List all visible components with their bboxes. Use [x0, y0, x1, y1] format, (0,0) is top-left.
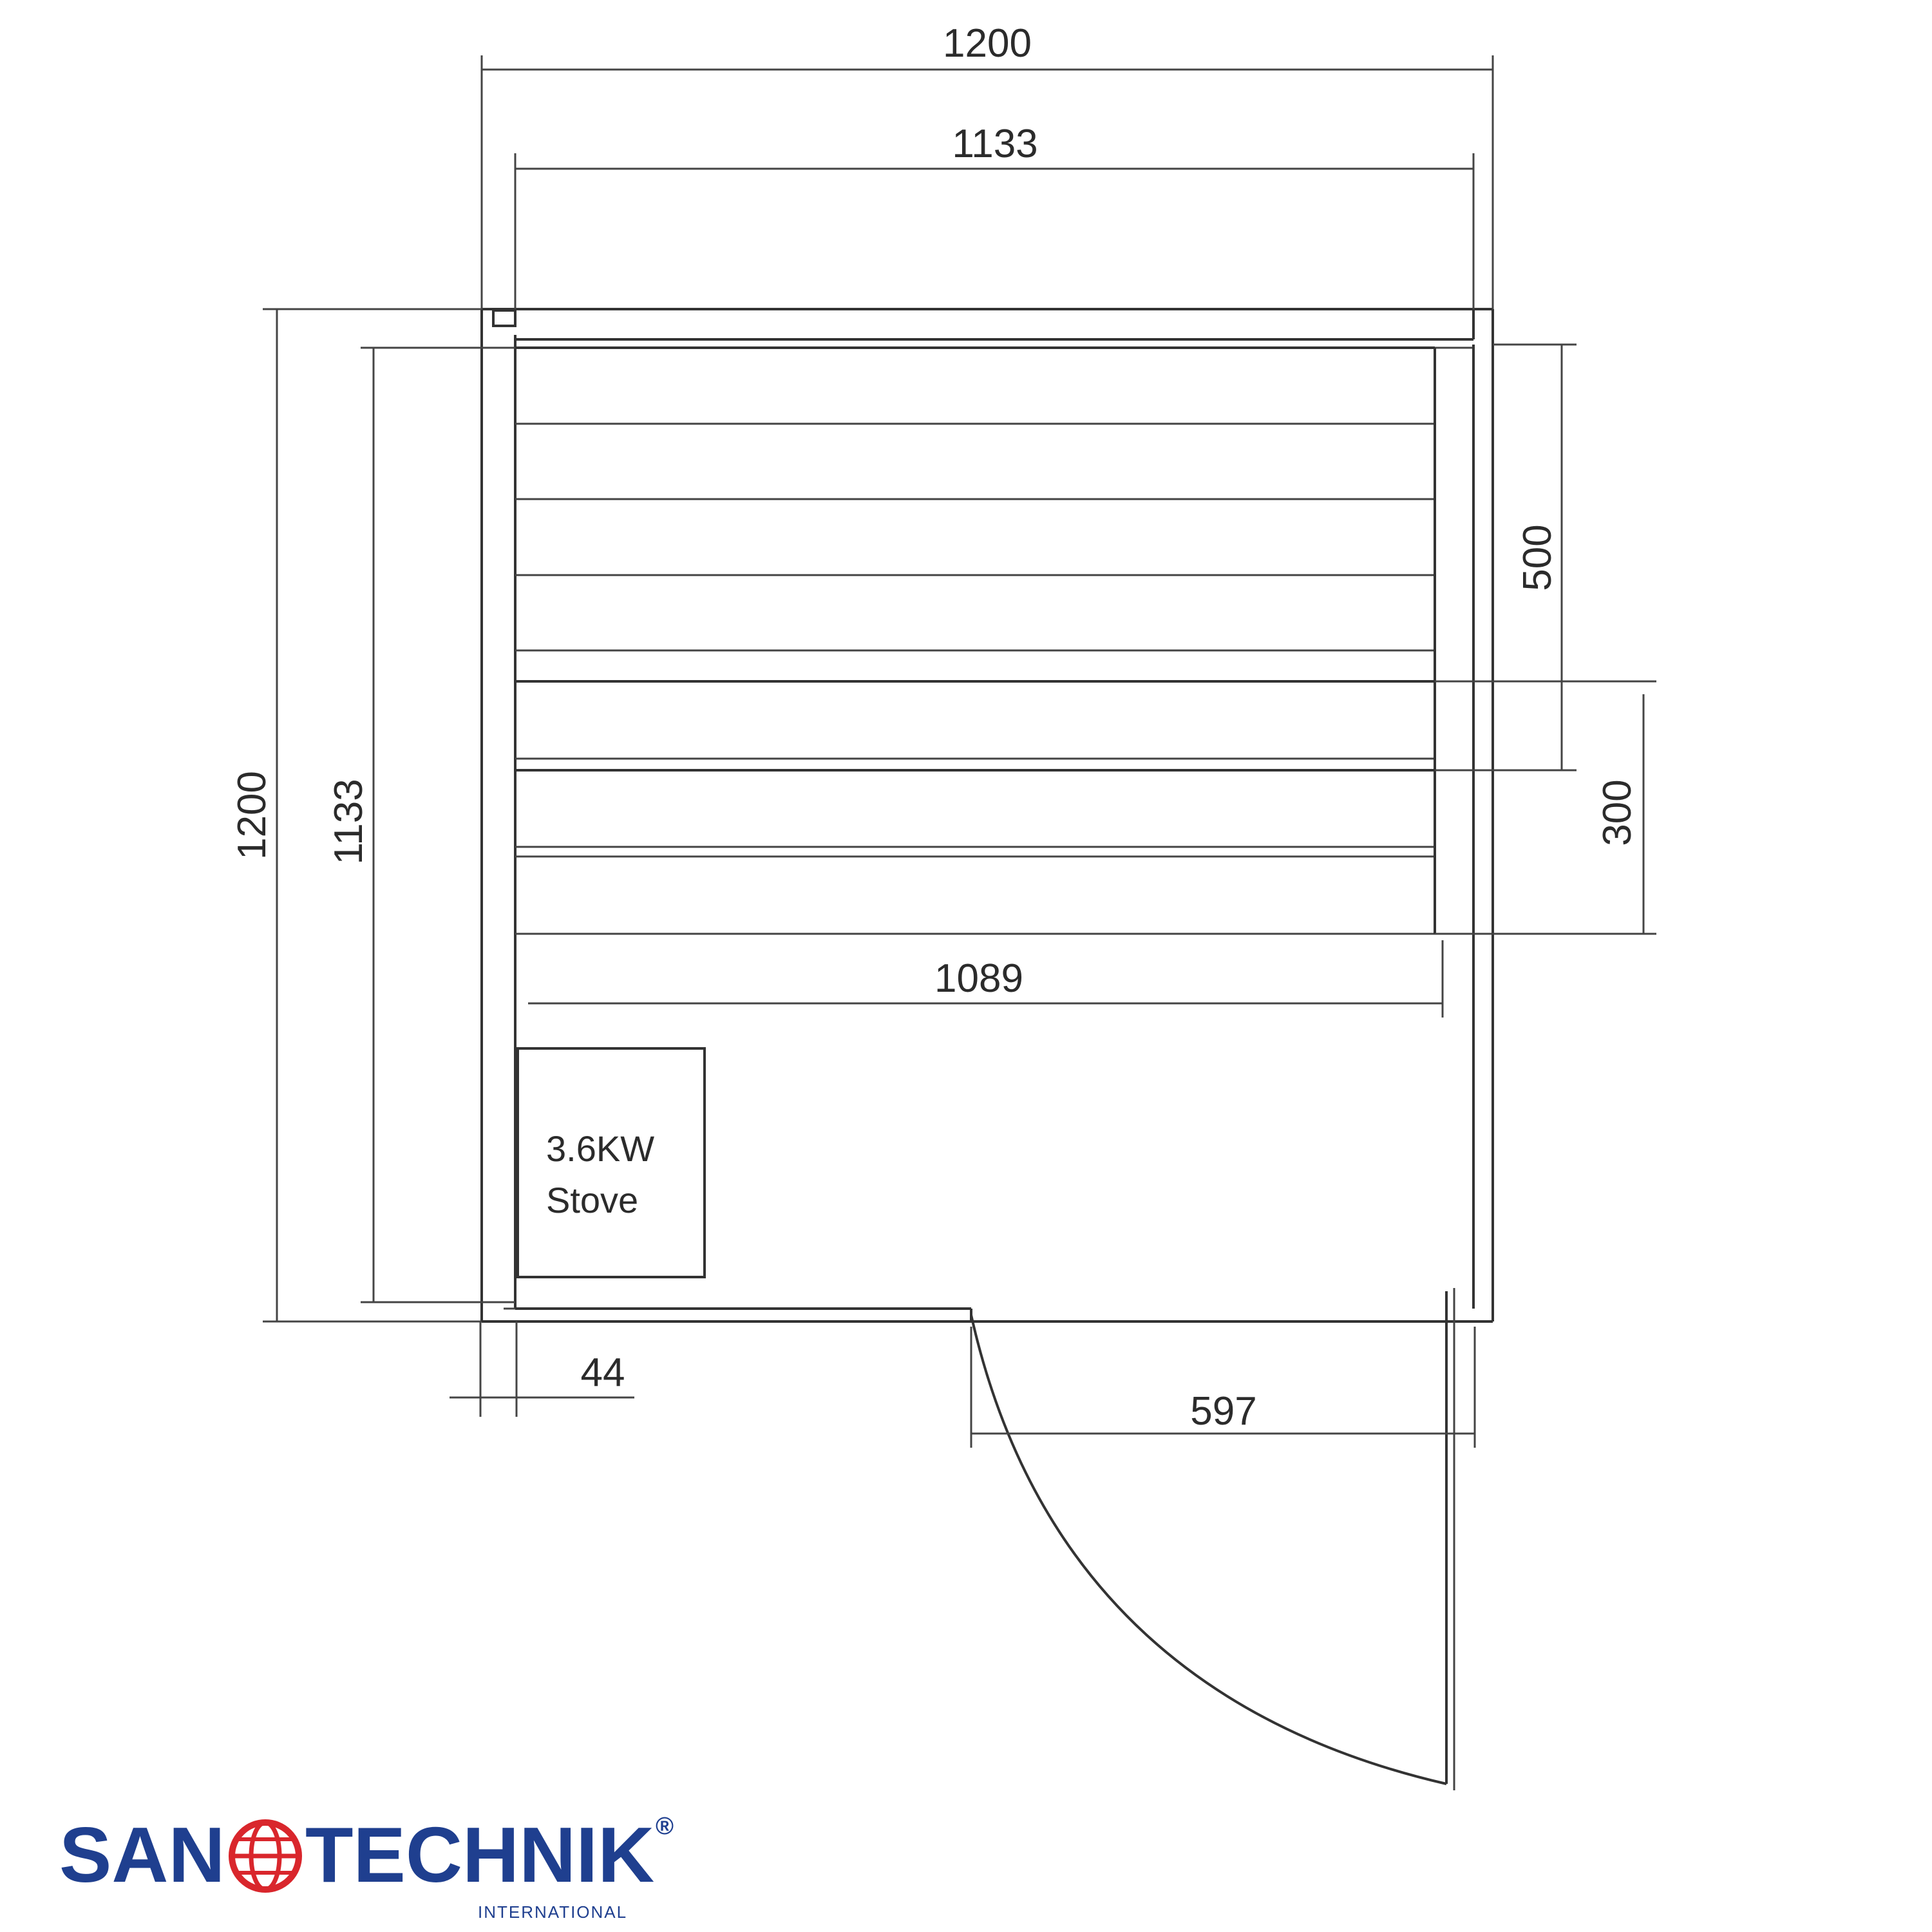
- logo-subtitle: INTERNATIONAL: [478, 1902, 627, 1922]
- dimension-left-inner: 1133: [327, 346, 515, 1303]
- dimension-top-outer: 1200: [480, 21, 1494, 309]
- dimension-label-right-upper: 500: [1515, 524, 1560, 591]
- door: [970, 1288, 1455, 1790]
- globe-icon: [229, 1819, 302, 1893]
- logo-text-technik: TECHNIK: [305, 1811, 654, 1899]
- brand-logo: SAN TECHNIK ® INTERNATIONAL: [59, 1811, 674, 1922]
- bench: [515, 346, 1436, 935]
- dimension-label-right-lower: 300: [1595, 779, 1640, 846]
- dimension-label-top-inner: 1133: [952, 122, 1037, 166]
- dimension-left-outer: 1200: [230, 308, 482, 1323]
- logo-text-san: SAN: [59, 1811, 225, 1899]
- dimension-label-wall-thickness: 44: [581, 1350, 625, 1395]
- stove: 3.6KW Stove: [516, 1047, 706, 1278]
- stove-power-label: 3.6KW: [546, 1128, 654, 1169]
- dimension-label-left-outer: 1200: [230, 771, 274, 860]
- dimension-label-bench: 1089: [934, 956, 1023, 1001]
- outer-walls: [480, 308, 1494, 1323]
- dimension-top-inner: 1133: [514, 122, 1475, 309]
- dimension-label-top-outer: 1200: [943, 21, 1032, 66]
- dimension-right-upper: 500: [1435, 343, 1577, 772]
- dimension-label-left-inner: 1133: [327, 779, 371, 864]
- dimension-door: 597: [970, 1327, 1476, 1448]
- dimension-right-lower: 300: [1435, 680, 1656, 935]
- dimension-wall-thickness: 44: [450, 1321, 634, 1417]
- dimension-label-door: 597: [1190, 1389, 1256, 1434]
- logo-registered-mark: ®: [656, 1813, 674, 1840]
- stove-label: Stove: [546, 1180, 638, 1220]
- dimension-bench: 1089: [528, 940, 1444, 1018]
